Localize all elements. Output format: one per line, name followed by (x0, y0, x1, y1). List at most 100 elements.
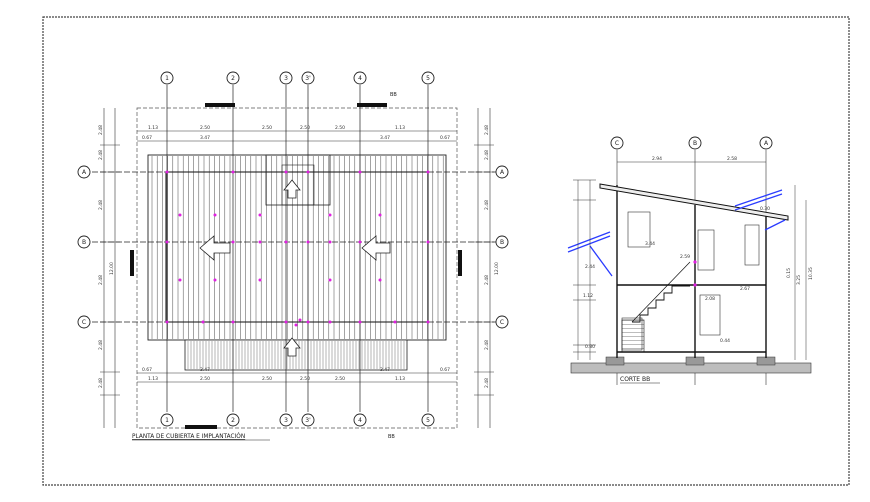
roof-outline (147, 154, 447, 341)
flow-arrow-icon (199, 179, 391, 357)
structure-marker (284, 320, 288, 324)
plan-title: PLANTA DE CUBIERTA E IMPLANTACIÓN (132, 433, 245, 440)
axis-label: C (500, 319, 504, 326)
structure-marker (306, 320, 310, 324)
structure-marker (231, 240, 235, 244)
circle-label-icon (610, 136, 624, 150)
section-dim: 0.30 (760, 206, 770, 212)
ridge-inner (281, 164, 315, 206)
blue-canopies (567, 189, 786, 277)
plan-dim-left: 2.48 (98, 150, 104, 160)
axis-label: 2 (231, 417, 235, 424)
circle-label-icon (495, 315, 509, 329)
plan-dimension-text: 1.131.132.502.502.502.502.502.502.502.50… (98, 125, 500, 388)
plan-axis-bubbles-left: A B C (77, 165, 91, 329)
section-axis-bubble: A (759, 136, 773, 150)
axis-label: 2 (231, 75, 235, 82)
plan-dim-top: 2.50 (200, 125, 210, 131)
axis-bubble-top: 3' (301, 71, 315, 85)
section-marker-top: BB (390, 92, 397, 98)
roof-section (599, 183, 789, 221)
axis-bubble-left: B (77, 235, 91, 249)
axis-label: A (764, 140, 769, 147)
axis-label: B (82, 239, 86, 246)
section-marker-bottom: BB (388, 434, 395, 440)
axis-label: 5 (426, 75, 430, 82)
structure-marker (165, 320, 169, 324)
circle-label-icon (353, 413, 367, 427)
plan-dim-bottom-2: 0.67 (440, 367, 450, 373)
plan-dim-bottom: 1.13 (148, 376, 158, 382)
axis-bubble-bottom: 2 (226, 413, 240, 427)
plan-dim-bottom: 2.50 (262, 376, 272, 382)
structure-marker (328, 278, 332, 282)
circle-label-icon (226, 71, 240, 85)
section-dim: 1.12 (583, 293, 593, 299)
structure-marker (378, 278, 382, 282)
structure-markers (165, 170, 430, 327)
section-dim: 2.59 (680, 254, 690, 260)
plan-grid-lines (92, 85, 500, 412)
axis-label: C (82, 319, 86, 326)
structure-marker (358, 240, 362, 244)
axis-label: 5 (426, 417, 430, 424)
structure-marker (258, 240, 262, 244)
circle-label-icon (77, 165, 91, 179)
plan-dim-top-2: 3.47 (200, 135, 210, 141)
plan-dim-bottom: 2.50 (300, 376, 310, 382)
axis-bubble-bottom: 5 (421, 413, 435, 427)
plan-top-dimension-lines (137, 130, 457, 383)
section-dim: 0.44 (720, 338, 730, 344)
axis-bubble-left: A (77, 165, 91, 179)
circle-label-icon (226, 413, 240, 427)
section-dim: 0.80 (585, 344, 595, 350)
axis-bubble-top: 1 (160, 71, 174, 85)
structure-marker (213, 213, 217, 217)
plan-dim-bottom: 2.50 (335, 376, 345, 382)
section-axis-bubble: B (688, 136, 702, 150)
structure-marker (426, 170, 430, 174)
structure-marker (358, 320, 362, 324)
stair-stringer (621, 319, 645, 353)
stair-rail (631, 261, 691, 323)
circle-label-icon (279, 71, 293, 85)
circle-label-icon (421, 413, 435, 427)
structure-marker (328, 320, 332, 324)
plan-total-height: 12.00 (109, 262, 115, 275)
circle-label-icon (759, 136, 773, 150)
axis-label: 3 (284, 75, 288, 82)
plan-dim-top-2: 3.47 (380, 135, 390, 141)
circle-label-icon (301, 413, 315, 427)
circle-label-icon (688, 136, 702, 150)
section-dim: 10.35 (808, 267, 814, 280)
site-boundary (136, 107, 458, 429)
structure-marker (393, 320, 397, 324)
axis-label: 3 (284, 417, 288, 424)
plan-right-dimensions (474, 108, 494, 428)
axis-label: B (693, 140, 697, 147)
section-dim: 2.67 (740, 286, 750, 292)
section-dim-1: 2.94 (652, 156, 662, 162)
circle-label-icon (77, 235, 91, 249)
section-axis-bubble: C (610, 136, 624, 150)
foundation-left (605, 356, 625, 366)
structure-marker (426, 320, 430, 324)
structure-marker (328, 213, 332, 217)
plan-dim-left: 2.48 (98, 378, 104, 388)
structure-marker (294, 323, 298, 327)
structure-marker (201, 320, 205, 324)
axis-bubble-bottom: 4 (353, 413, 367, 427)
plan-dim-bottom: 2.50 (200, 376, 210, 382)
structure-marker (213, 278, 217, 282)
circle-label-icon (495, 165, 509, 179)
structure-marker (358, 170, 362, 174)
structure-marker (165, 170, 169, 174)
structure-marker (258, 278, 262, 282)
circle-label-icon (353, 71, 367, 85)
circle-label-icon (279, 413, 293, 427)
axis-bubble-right: A (495, 165, 509, 179)
axis-bubble-left: C (77, 315, 91, 329)
